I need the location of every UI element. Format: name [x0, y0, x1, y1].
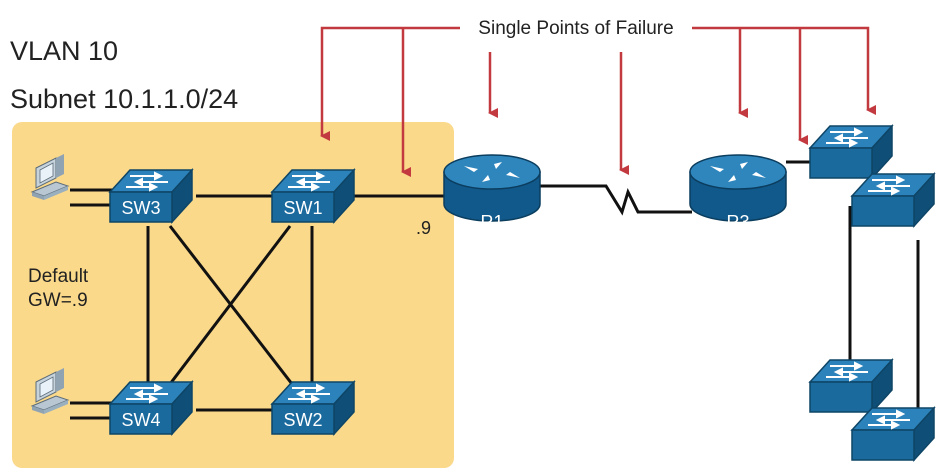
switch-right-3: [809, 359, 893, 413]
callout-arrows: [320, 26, 876, 177]
router-r1: R1: [443, 154, 541, 232]
switch-sw4: SW4: [109, 381, 193, 435]
switch-right-1: [809, 125, 893, 179]
sw2-label: SW2: [283, 410, 322, 430]
r1-interface-label: .9: [416, 218, 431, 238]
default-gw-line2: GW=.9: [28, 290, 88, 311]
network-links: [70, 160, 920, 420]
vlan-label: VLAN 10: [10, 36, 118, 66]
subnet-label: Subnet 10.1.1.0/24: [10, 84, 238, 114]
switch-right-2: [851, 173, 935, 227]
r3-label: R3: [726, 212, 749, 232]
r1-label: R1: [480, 212, 503, 232]
router-r3: R3: [689, 154, 787, 232]
sw3-label: SW3: [121, 198, 160, 218]
switch-sw3: SW3: [109, 169, 193, 223]
switch-sw2: SW2: [271, 381, 355, 435]
sw1-label: SW1: [283, 198, 322, 218]
single-points-callout: Single Points of Failure: [478, 18, 673, 39]
default-gw-line1: Default: [28, 266, 89, 287]
switch-sw1: SW1: [271, 169, 355, 223]
sw4-label: SW4: [121, 410, 160, 430]
switch-right-4: [851, 407, 935, 461]
